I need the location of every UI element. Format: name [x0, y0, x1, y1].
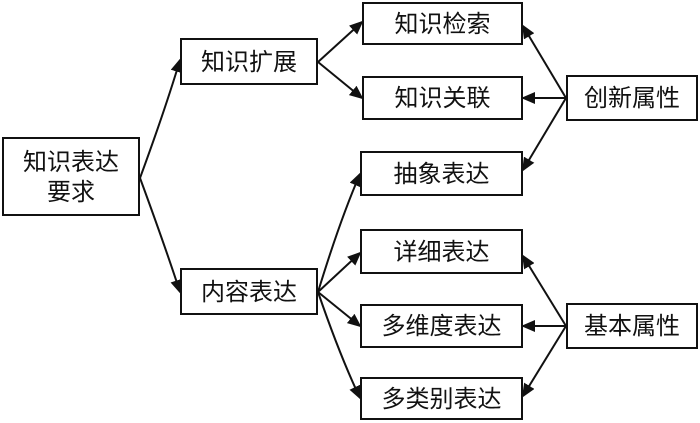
node-knowledge-expansion: 知识扩展 — [180, 38, 318, 85]
node-multidimensional-expression: 多维度表达 — [360, 304, 523, 348]
edge-content-to-multicategory — [317, 291, 361, 400]
node-basic-attribute: 基本属性 — [566, 303, 698, 349]
node-multicategory-expression: 多类别表达 — [360, 377, 523, 420]
edge-knowledge-expansion-to-retrieval — [317, 20, 364, 63]
edge-knowledge-expansion-to-association — [317, 61, 364, 100]
edge-basic-to-detailed — [521, 254, 567, 327]
node-knowledge-association: 知识关联 — [362, 76, 523, 120]
edge-root-to-content-expression — [139, 177, 182, 294]
edge-innovative-to-retrieval — [521, 24, 567, 99]
edge-content-to-detailed — [317, 251, 362, 293]
node-knowledge-retrieval: 知识检索 — [362, 2, 523, 45]
node-root: 知识表达 要求 — [2, 137, 140, 216]
node-content-expression: 内容表达 — [180, 268, 318, 315]
edge-innovative-to-abstract — [521, 97, 567, 172]
node-root-line1: 知识表达 — [23, 147, 119, 176]
edge-content-to-abstract — [317, 172, 361, 293]
edge-content-to-multidimensional — [317, 291, 362, 328]
edge-root-to-knowledge-expansion — [139, 58, 183, 179]
node-detailed-expression: 详细表达 — [360, 229, 523, 274]
node-abstract-expression: 抽象表达 — [360, 151, 523, 196]
node-root-line2: 要求 — [47, 177, 95, 206]
edge-basic-to-multicategory — [521, 325, 567, 398]
node-innovative-attribute: 创新属性 — [566, 75, 698, 121]
